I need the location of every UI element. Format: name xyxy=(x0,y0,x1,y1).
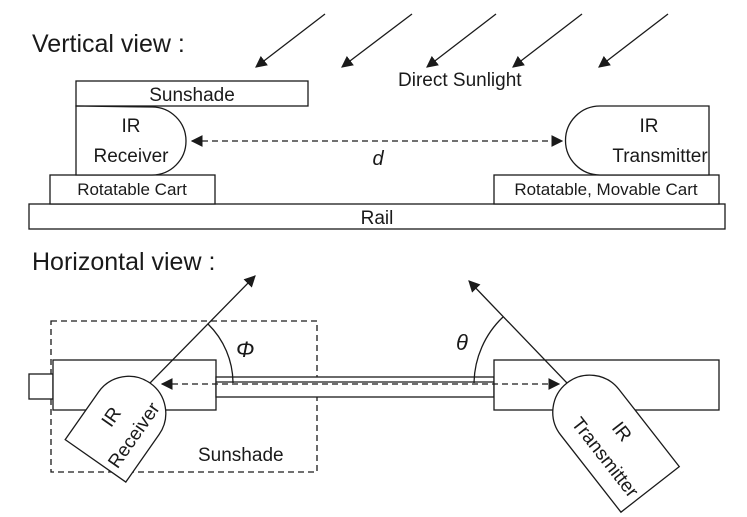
sunshade-horizontal-label: Sunshade xyxy=(198,445,284,466)
distance-label: d xyxy=(372,148,384,170)
ir-receiver-vertical xyxy=(75,105,187,176)
ir-transmitter-vertical-label: Transmitter xyxy=(612,146,708,167)
vertical-view-title: Vertical view : xyxy=(32,30,185,58)
theta-label: θ xyxy=(456,330,468,355)
rotatable-movable-cart-label: Rotatable, Movable Cart xyxy=(514,180,698,199)
phi-angle-arc xyxy=(207,323,234,384)
phi-label: Φ xyxy=(236,337,254,362)
ir-receiver-vertical-label: Receiver xyxy=(94,146,170,167)
theta-angle-arc xyxy=(473,316,504,384)
sunshade-vertical-label: Sunshade xyxy=(149,85,235,106)
sunlight-arrows xyxy=(255,13,669,68)
rail xyxy=(28,203,726,230)
sunshade-vertical xyxy=(75,80,309,107)
transmitter-direction-arrow xyxy=(468,280,568,384)
rail-label: Rail xyxy=(361,208,394,229)
sunlight-ray-1 xyxy=(255,13,326,68)
sunlight-ray-3 xyxy=(426,13,497,68)
rail-horizontal xyxy=(215,376,495,398)
ir-transmitter-vertical xyxy=(564,105,710,176)
rotatable-cart-label: Rotatable Cart xyxy=(77,180,187,199)
rotatable-cart xyxy=(49,174,216,205)
ir-receiver-vertical-ir: IR xyxy=(122,116,141,137)
receiver-direction-arrow xyxy=(149,275,256,384)
rail-end-block xyxy=(28,373,54,400)
horizontal-view-title: Horizontal view : xyxy=(32,248,215,276)
sunlight-ray-2 xyxy=(341,13,413,68)
sunlight-ray-5 xyxy=(598,13,669,68)
sunlight-ray-4 xyxy=(512,13,583,68)
ir-transmitter-vertical-ir: IR xyxy=(640,116,659,137)
direct-sunlight-label: Direct Sunlight xyxy=(398,70,522,91)
